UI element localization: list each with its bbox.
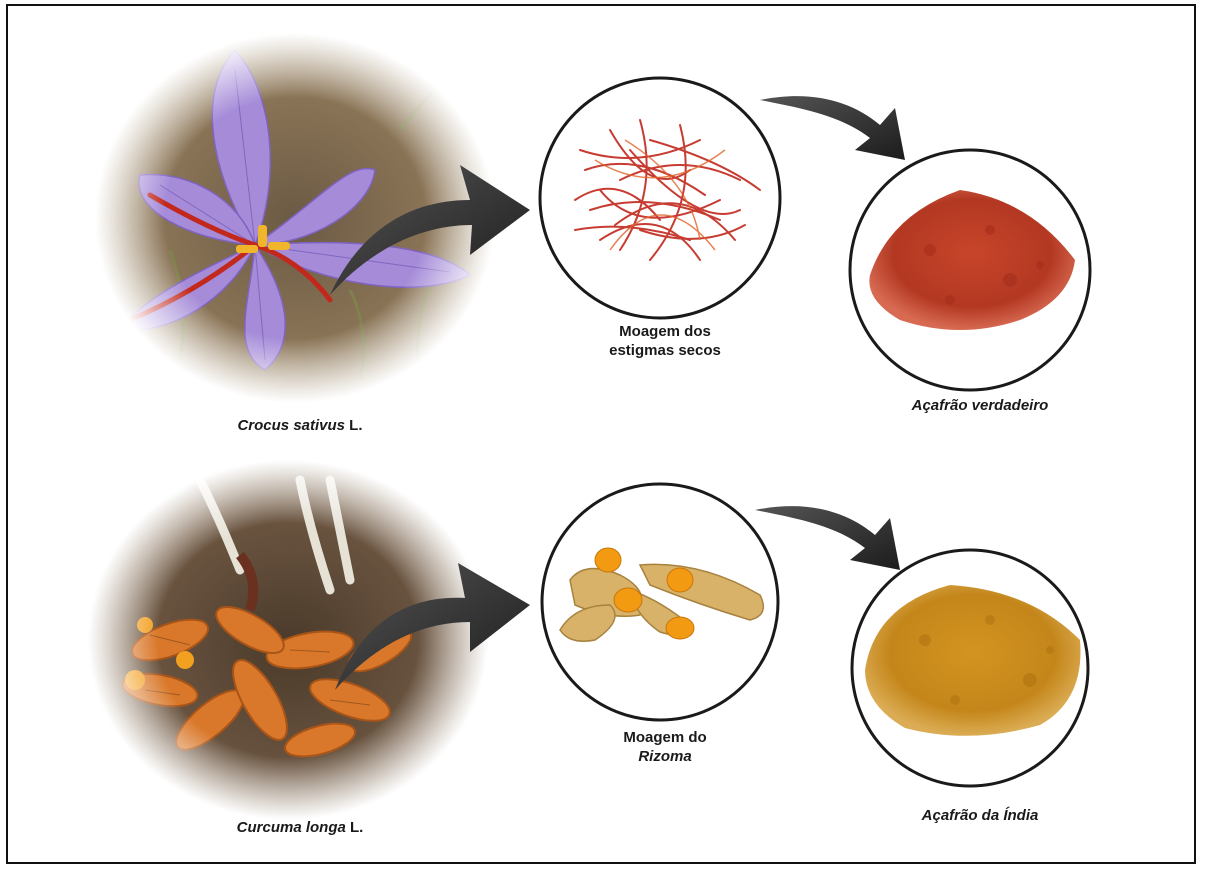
grind-rhizome-line1: Moagem do <box>580 728 750 747</box>
true-saffron-label: Açafrão verdadeiro <box>912 397 1049 414</box>
turmeric-label: Açafrão da Índia <box>922 807 1039 824</box>
curcuma-name: Curcuma longa <box>237 819 346 836</box>
curcuma-suffix: L. <box>346 819 364 836</box>
crocus-caption: Crocus sativus L. <box>200 416 400 435</box>
grind-stigmas-line1: Moagem dos <box>580 322 750 341</box>
turmeric-caption: Açafrão da Índia <box>855 806 1105 825</box>
crocus-name: Crocus sativus <box>237 417 345 434</box>
grind-stigmas-line2: estigmas secos <box>580 341 750 360</box>
grind-rhizome-line2: Rizoma <box>580 747 750 766</box>
true-saffron-caption: Açafrão verdadeiro <box>855 396 1105 415</box>
grind-stigmas-caption: Moagem dos estigmas secos <box>580 322 750 360</box>
curcuma-caption: Curcuma longa L. <box>195 818 405 837</box>
crocus-suffix: L. <box>345 417 363 434</box>
grind-rhizome-caption: Moagem do Rizoma <box>580 728 750 766</box>
